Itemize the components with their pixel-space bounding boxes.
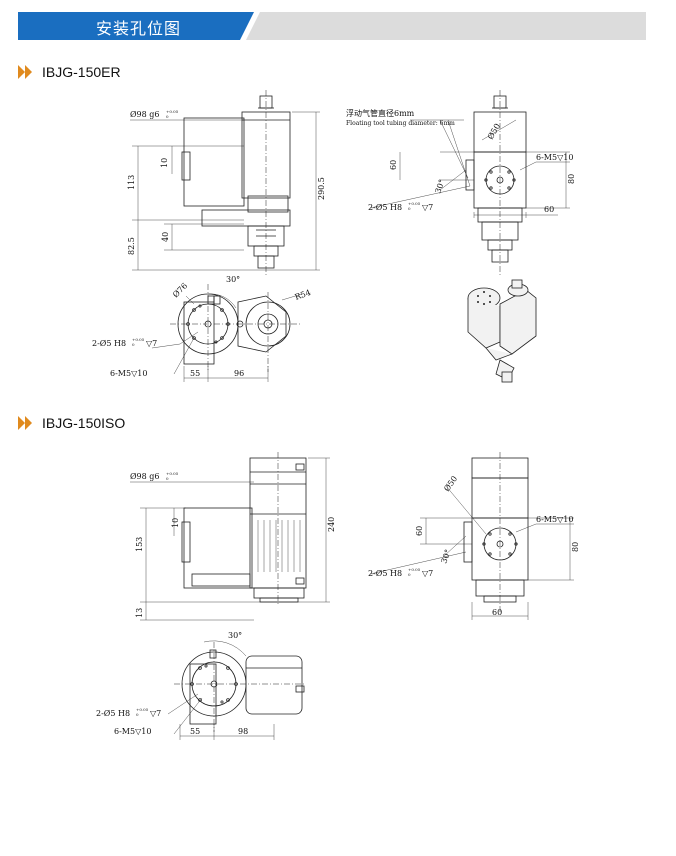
er-bottom-view-drawing: 30° Ø76 R54 2-Ø5 H8 +0.05 0 ▽7 6-M5▽10 5…: [92, 275, 312, 382]
er-bottom-angle: 30°: [226, 275, 240, 284]
er-bottom-m5: 6-M5▽10: [110, 369, 147, 378]
er-side-note-en: Floating tool tubing diameter: 6mm: [346, 120, 455, 127]
iso-side-pin: 2-Ø5 H8: [368, 569, 402, 578]
er-front-d40: 40: [161, 232, 170, 242]
iso-side-view-drawing: Ø50 60 30° 6-M5▽10 80 2-Ø5 H8 +0.05 0 ▽7…: [368, 452, 580, 620]
iso-bottom-pin: 2-Ø5 H8: [96, 709, 130, 718]
er-side-d30a: 30°: [433, 178, 446, 194]
iso-bottom-m5: 6-M5▽10: [114, 727, 151, 736]
er-front-d10: 10: [160, 158, 169, 168]
er-bottom-pin-depth: ▽7: [146, 339, 157, 348]
iso-front-tol-bot: 0: [166, 476, 169, 481]
er-bottom-pin: 2-Ø5 H8: [92, 339, 126, 348]
iso-bottom-d98: 98: [238, 727, 248, 736]
er-bottom-pin-tol-top: +0.05: [132, 337, 145, 342]
er-front-dia-label: Ø98 g6: [130, 110, 160, 119]
er-side-d60v: 60: [389, 160, 398, 170]
iso-front-d153: 153: [135, 537, 144, 552]
iso-front-tol-top: +0.05: [166, 471, 179, 476]
iso-bottom-pin-tol-bot: 0: [136, 712, 139, 717]
section-heading-er: IBJG-150ER: [18, 62, 121, 82]
iso-side-pin-tol-top: +0.05: [408, 567, 421, 572]
er-side-note-cn: 浮动气管直径6mm: [346, 108, 415, 118]
header-bar: [18, 12, 646, 40]
iso-side-d80: 80: [571, 542, 580, 552]
er-side-pin-tol-bot: 0: [408, 206, 411, 211]
er-front-view-drawing: Ø98 g6 +0.05 0 10 113 40 82.5 290.5: [127, 90, 326, 276]
er-side-d60h: 60: [544, 205, 554, 214]
section-label: IBJG-150ISO: [42, 415, 126, 431]
iso-side-m5: 6-M5▽10: [536, 515, 573, 524]
iso-side-dia50: Ø50: [442, 474, 459, 493]
iso-bottom-d55: 55: [190, 727, 200, 736]
double-chevron-icon: [18, 65, 32, 79]
iso-bottom-pin-depth: ▽7: [150, 709, 161, 718]
er-isometric-view-drawing: [467, 279, 537, 383]
iso-bottom-pin-tol-top: +0.05: [136, 707, 149, 712]
iso-front-d13: 13: [135, 608, 144, 618]
iso-side-pin-tol-bot: 0: [408, 572, 411, 577]
er-front-d113: 113: [127, 175, 136, 190]
iso-side-d60h: 60: [492, 608, 502, 617]
page-title: 安装孔位图: [96, 19, 182, 38]
er-side-pin: 2-Ø5 H8: [368, 203, 402, 212]
iso-front-d10: 10: [171, 518, 180, 528]
iso-bottom-angle: 30°: [228, 631, 242, 640]
er-bottom-d55: 55: [190, 369, 200, 378]
er-side-m5: 6-M5▽10: [536, 153, 573, 162]
er-side-pin-tol-top: +0.05: [408, 201, 421, 206]
er-side-dia50: Ø50: [486, 122, 502, 141]
er-front-tol-bot: 0: [166, 114, 169, 119]
iso-side-pin-depth: ▽7: [422, 569, 433, 578]
er-front-tol-top: +0.05: [166, 109, 179, 114]
er-side-view-drawing: 浮动气管直径6mm Floating tool tubing diameter:…: [346, 90, 576, 276]
er-front-d2905: 290.5: [317, 177, 326, 200]
er-side-pin-depth: ▽7: [422, 203, 433, 212]
er-front-d825: 82.5: [127, 237, 136, 255]
double-chevron-icon: [18, 416, 32, 430]
iso-bottom-view-drawing: 30° 2-Ø5 H8 +0.05 0 ▽7 6-M5▽10 55 98: [96, 631, 305, 740]
er-bottom-pin-tol-bot: 0: [132, 342, 135, 347]
er-bottom-d96: 96: [234, 369, 244, 378]
er-side-d80: 80: [567, 174, 576, 184]
iso-side-d30a: 30°: [439, 548, 452, 564]
section-label: IBJG-150ER: [42, 64, 121, 80]
section-heading-iso: IBJG-150ISO: [18, 413, 125, 433]
iso-front-view-drawing: Ø98 g6 +0.05 0 10 153 13 240: [130, 452, 336, 621]
iso-front-dia-label: Ø98 g6: [130, 472, 160, 481]
er-bottom-r54: R54: [294, 288, 312, 302]
iso-front-d240: 240: [327, 517, 336, 532]
iso-side-d60v: 60: [415, 526, 424, 536]
